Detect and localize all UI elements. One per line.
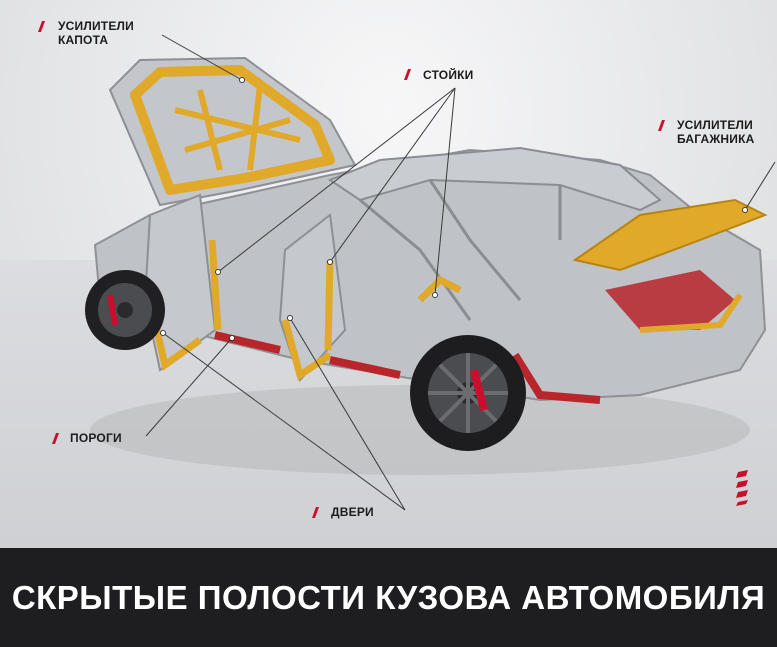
doors-label: ДВЕРИ	[331, 505, 374, 519]
leader-lines	[145, 34, 776, 511]
leader-dots	[160, 77, 748, 341]
sills-label: ПОРОГИ	[70, 431, 122, 445]
hood-reinforcement-ribs	[174, 84, 301, 171]
roof-frame	[327, 146, 662, 212]
b-pillar-highlight	[324, 259, 334, 351]
hood-reinforcement-label: УСИЛИТЕЛИ КАПОТА	[58, 19, 134, 47]
trunk-reinforcement-label: УСИЛИТЕЛИ БАГАЖНИКА	[677, 118, 755, 146]
rear-arch-cavity	[511, 352, 601, 404]
title-banner: СКРЫТЫЕ ПОЛОСТИ КУЗОВА АВТОМОБИЛЯ	[0, 548, 777, 647]
rear-door-highlight	[281, 319, 332, 381]
trunk-frame-highlight	[639, 293, 743, 333]
sill-cavity	[214, 331, 401, 379]
trunk-reinforcement	[572, 198, 768, 272]
car-body-illustration	[85, 34, 776, 511]
hood-reinforcement	[130, 65, 335, 195]
roof-pillars	[359, 179, 562, 321]
front-wheel	[85, 270, 165, 350]
trunk-cavity	[605, 270, 735, 330]
c-pillar-highlight	[417, 275, 462, 303]
pillars-label: СТОЙКИ	[423, 68, 474, 82]
car-shadow	[90, 385, 750, 475]
a-pillar-highlight	[208, 239, 222, 331]
brand-stripes-logo	[736, 470, 748, 506]
banner-title: СКРЫТЫЕ ПОЛОСТИ КУЗОВА АВТОМОБИЛЯ	[11, 578, 766, 616]
rear-wheel	[410, 335, 526, 451]
